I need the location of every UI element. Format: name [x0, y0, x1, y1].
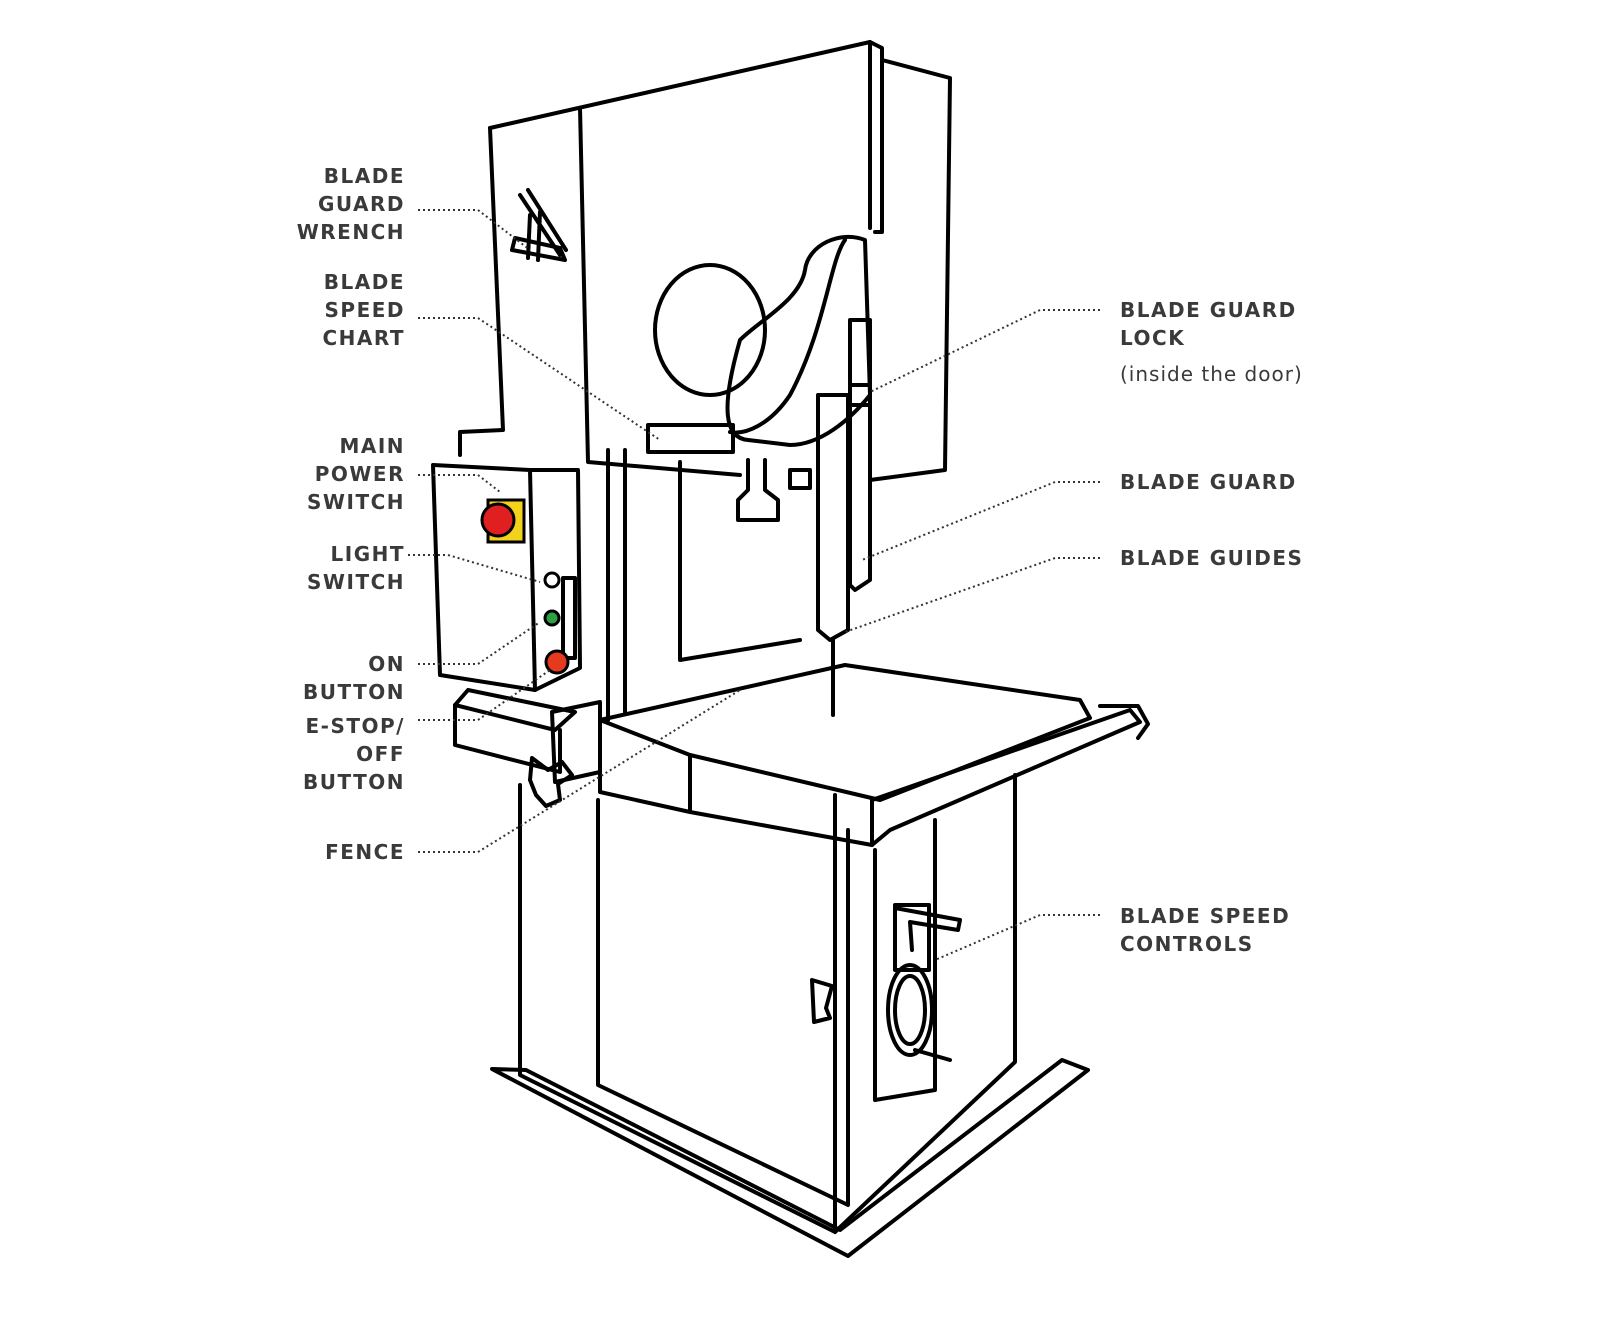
cabinet-side-panel: [873, 818, 937, 1102]
fence-knob: [528, 756, 574, 808]
fence-block: [550, 700, 602, 784]
leader-blade-speed-controls: [934, 914, 1100, 961]
fence-rail-end: [1098, 704, 1150, 740]
label-main-power-switch: MAIN POWER SWITCH: [145, 432, 405, 516]
leader-estop-off-button: [418, 669, 551, 721]
tension-knob: [736, 458, 780, 522]
label-line: BLADE: [323, 270, 405, 294]
blade-guard-post: [848, 318, 872, 592]
label-line: POWER: [314, 462, 405, 486]
leader-on-button: [418, 621, 541, 665]
label-line: BLADE GUARD: [1120, 298, 1297, 322]
upper-housing-inner: [873, 58, 884, 234]
label-line: BUTTON: [303, 680, 405, 704]
label-blade-guard-wrench: BLADE GUARD WRENCH: [145, 162, 405, 246]
door-latch: [810, 978, 834, 1024]
table-right-edge: [688, 798, 874, 847]
label-line: FENCE: [325, 840, 405, 864]
leader-main-power-switch: [418, 474, 501, 493]
upper-housing-right: [868, 40, 952, 482]
label-line: SPEED: [324, 298, 405, 322]
label-light-switch: LIGHT SWITCH: [145, 540, 405, 596]
blade-guides-post: [816, 393, 850, 642]
blade-speed-chart: [646, 423, 735, 454]
control-box-slot: [561, 576, 577, 660]
label-line: BUTTON: [303, 770, 405, 794]
wrench-handle: [526, 210, 542, 262]
label-line: ON: [368, 652, 405, 676]
label-line: LIGHT: [330, 542, 405, 566]
leader-light-switch: [408, 554, 541, 583]
leader-blade-guard: [861, 481, 1100, 561]
main-power-switch-knob[interactable]: [480, 502, 516, 538]
label-line: BLADE GUARD: [1120, 470, 1297, 494]
label-blade-speed-chart: BLADE SPEED CHART: [145, 268, 405, 352]
upper-housing-left: [458, 126, 505, 457]
leader-blade-speed-chart: [418, 317, 661, 441]
estop-off-button[interactable]: [544, 649, 570, 675]
label-blade-guard-lock: BLADE GUARD LOCK (inside the door): [1120, 296, 1440, 388]
speed-control-lever: [893, 906, 962, 952]
speed-control-slot: [893, 903, 931, 972]
fence-bar: [453, 688, 577, 774]
cabinet-door: [596, 798, 850, 1207]
label-on-button: ON BUTTON: [145, 650, 405, 706]
handwheel-handle: [913, 1048, 952, 1062]
leader-blade-guard-lock: [869, 309, 1100, 393]
guide-bracket: [788, 468, 812, 490]
label-line: BLADE SPEED: [1120, 904, 1291, 928]
label-estop-off-button: E-STOP/ OFF BUTTON: [145, 712, 405, 796]
cabinet-right-face: [833, 773, 1017, 1234]
label-line: CHART: [322, 326, 405, 350]
label-fence: FENCE: [145, 838, 405, 866]
label-blade-guides: BLADE GUIDES: [1120, 544, 1440, 572]
label-note: (inside the door): [1120, 362, 1303, 386]
throat-back: [678, 460, 802, 662]
label-blade-speed-controls: BLADE SPEED CONTROLS: [1120, 902, 1440, 958]
label-line: E-STOP/: [305, 714, 405, 738]
fence-rail: [870, 708, 1142, 847]
label-blade-guard: BLADE GUARD: [1120, 468, 1440, 496]
label-line: LOCK: [1120, 326, 1186, 350]
on-button[interactable]: [543, 609, 561, 627]
upper-wheel: [653, 263, 767, 397]
upper-blade-guard-curve: [728, 238, 847, 435]
label-line: MAIN: [339, 434, 405, 458]
leader-blade-guides: [844, 557, 1100, 633]
label-line: OFF: [356, 742, 405, 766]
speed-control-handwheel: [886, 963, 934, 1057]
label-line: BLADE GUIDES: [1120, 546, 1304, 570]
blade-guard-lock: [848, 383, 872, 407]
control-box-side: [528, 468, 582, 692]
leader-blade-guard-wrench: [418, 209, 531, 251]
label-line: GUARD: [317, 192, 405, 216]
base-plate: [490, 1058, 1090, 1258]
light-switch[interactable]: [543, 571, 561, 589]
table-front-edge: [598, 718, 692, 814]
label-line: BLADE: [323, 164, 405, 188]
label-line: CONTROLS: [1120, 932, 1254, 956]
cabinet-left-face: [518, 783, 837, 1234]
speed-control-handwheel-inner: [893, 974, 927, 1046]
throat-column: [606, 448, 627, 722]
label-line: SWITCH: [307, 570, 405, 594]
label-line: WRENCH: [296, 220, 405, 244]
label-line: SWITCH: [307, 490, 405, 514]
leader-fence: [418, 689, 741, 853]
